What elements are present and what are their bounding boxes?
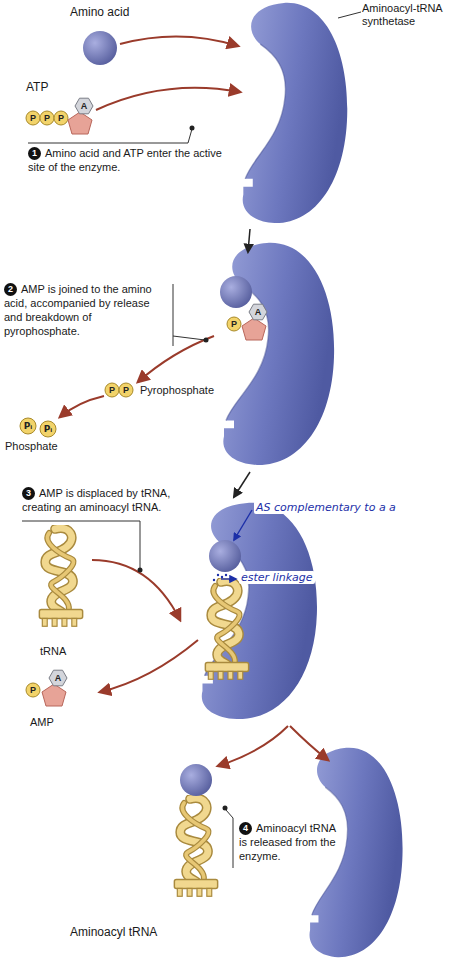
- step-text: AMP is displaced by tRNA, creating an am…: [22, 486, 202, 514]
- leader-line: [173, 284, 174, 346]
- leader-dot: [190, 126, 195, 131]
- trna-shape: [39, 528, 248, 896]
- leader-dot: [204, 338, 209, 343]
- amino-acid-ball: [83, 31, 252, 796]
- icon-letter: P: [27, 684, 39, 697]
- leader-dot: [138, 126, 228, 811]
- leader-line: [28, 129, 192, 143]
- icon-letter: P: [27, 112, 39, 125]
- phosphate-circle: [26, 683, 40, 697]
- ester-dots: [217, 574, 219, 576]
- amino-acid-ball: [83, 31, 117, 65]
- phosphate-circle: [227, 317, 241, 331]
- amino-acid-ball: [180, 764, 212, 796]
- step-text: AMP is joined to the amino acid, accompa…: [4, 282, 169, 338]
- adenosine-icon: [42, 98, 267, 706]
- part-label: Phosphate: [5, 440, 58, 453]
- callout-number: 3: [22, 487, 35, 500]
- phosphate-circle: [40, 421, 56, 437]
- reaction-arrow: [290, 726, 328, 760]
- adenosine-icon: [42, 670, 67, 706]
- adenosine-icon: [68, 98, 93, 134]
- part-label: tRNA: [40, 645, 66, 658]
- enzyme-shape: [223, 243, 334, 465]
- trna-shape: [39, 528, 82, 626]
- ester-dots: [225, 574, 227, 576]
- ester-dots: [221, 576, 223, 578]
- reaction-arrow: [120, 36, 238, 46]
- icon-letter: Pᵢ: [20, 420, 36, 433]
- enzyme-shape: [202, 503, 317, 719]
- callout-number: 2: [4, 283, 17, 296]
- step-arrow: [248, 229, 250, 252]
- phosphate-circle: [105, 383, 119, 397]
- handwritten-note: AS complementary to a a: [254, 501, 398, 514]
- annotation-arrow: [234, 510, 252, 540]
- part-label: Pyrophosphate: [140, 384, 214, 397]
- enzyme-shape: [243, 3, 348, 223]
- trna-shape: [205, 581, 248, 679]
- ester-dots: [213, 579, 215, 581]
- reaction-arrow: [92, 560, 180, 620]
- icon-letter: A: [78, 100, 90, 113]
- enzyme-shape: [310, 748, 403, 958]
- icon-letter: Pᵢ: [40, 423, 56, 436]
- leader-line: [22, 12, 361, 868]
- icon-letter: P: [55, 112, 67, 125]
- icon-letter: P: [41, 112, 53, 125]
- leader-dot: [138, 568, 143, 573]
- handwritten-note: ester linkage: [239, 571, 315, 584]
- reaction-arrow: [100, 640, 198, 692]
- reaction-arrow: [218, 726, 288, 766]
- enzyme-shape: [202, 3, 403, 957]
- leader-line: [173, 336, 205, 340]
- reaction-arrow: [60, 396, 104, 417]
- part-label: Aminoacyl tRNA: [70, 925, 157, 939]
- step-arrow: [234, 229, 250, 497]
- leader-line: [233, 818, 234, 868]
- reaction-arrow: [138, 336, 214, 382]
- callout-number: 4: [239, 822, 252, 835]
- reaction-arrow: [60, 36, 328, 766]
- phosphate-circle: [26, 111, 40, 125]
- ester-dots: [213, 574, 231, 581]
- phosphate-circle: [119, 383, 133, 397]
- reaction-arrow: [96, 88, 240, 110]
- icon-letter: P: [228, 318, 240, 331]
- leader-line: [226, 810, 233, 818]
- phosphate-circle: [20, 418, 36, 434]
- phosphate-circle: [20, 111, 241, 697]
- icon-letter: A: [52, 672, 64, 685]
- annotation-arrow: [221, 578, 236, 579]
- icon-letter: P: [106, 384, 118, 397]
- part-label: ATP: [26, 80, 48, 94]
- amino-acid-ball: [220, 276, 252, 308]
- leader-dot: [223, 806, 228, 811]
- adenosine-icon: [242, 304, 267, 340]
- part-label: Amino acid: [70, 5, 129, 19]
- phosphate-circle: [40, 111, 54, 125]
- icon-letter: A: [252, 306, 264, 319]
- amino-acid-ball: [209, 540, 241, 572]
- part-label: Aminoacyl-tRNA synthetase: [362, 2, 452, 28]
- annotation-arrow: [221, 510, 252, 579]
- phosphate-circle: [54, 111, 68, 125]
- callout-number: 1: [28, 147, 41, 160]
- step-text: Aminoacyl tRNA is released from the enzy…: [239, 821, 341, 863]
- leader-line: [22, 521, 140, 568]
- icon-letter: P: [120, 384, 132, 397]
- step-text: Amino acid and ATP enter the active site…: [28, 146, 223, 174]
- step-arrow: [234, 472, 250, 497]
- part-label: AMP: [30, 716, 54, 729]
- leader-line: [338, 12, 361, 18]
- trna-shape: [174, 798, 217, 896]
